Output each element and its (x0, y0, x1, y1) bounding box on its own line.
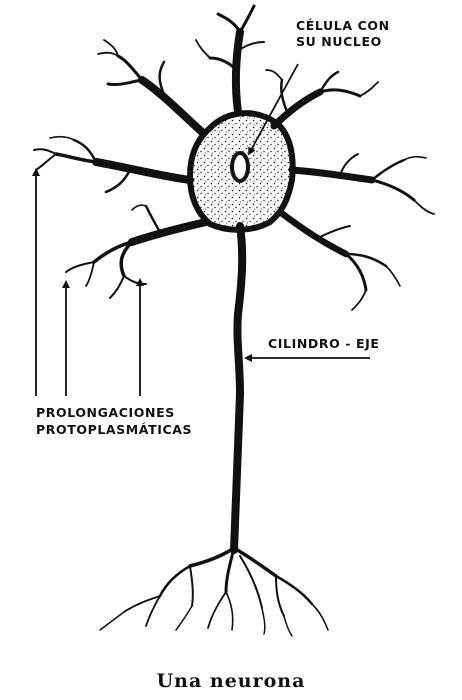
label-dendrites-line2: PROTOPLASMÁTICAS (36, 422, 192, 437)
label-cell-line1: CÉLULA CON (296, 18, 390, 33)
label-dendrites-line1: PROLONGACIONES (36, 405, 175, 420)
dendrites (33, 4, 435, 311)
figure-caption: Una neurona (157, 670, 306, 692)
labels: CÉLULA CON SU NUCLEO CILINDRO - EJE PROL… (36, 18, 390, 437)
label-axon: CILINDRO - EJE (268, 336, 380, 351)
axon (230, 222, 247, 554)
label-cell-line2: SU NUCLEO (296, 34, 382, 49)
pointer-arrows (32, 63, 370, 396)
arrow-cell (248, 63, 299, 156)
axon-terminals (99, 546, 329, 637)
nucleus (230, 151, 250, 183)
